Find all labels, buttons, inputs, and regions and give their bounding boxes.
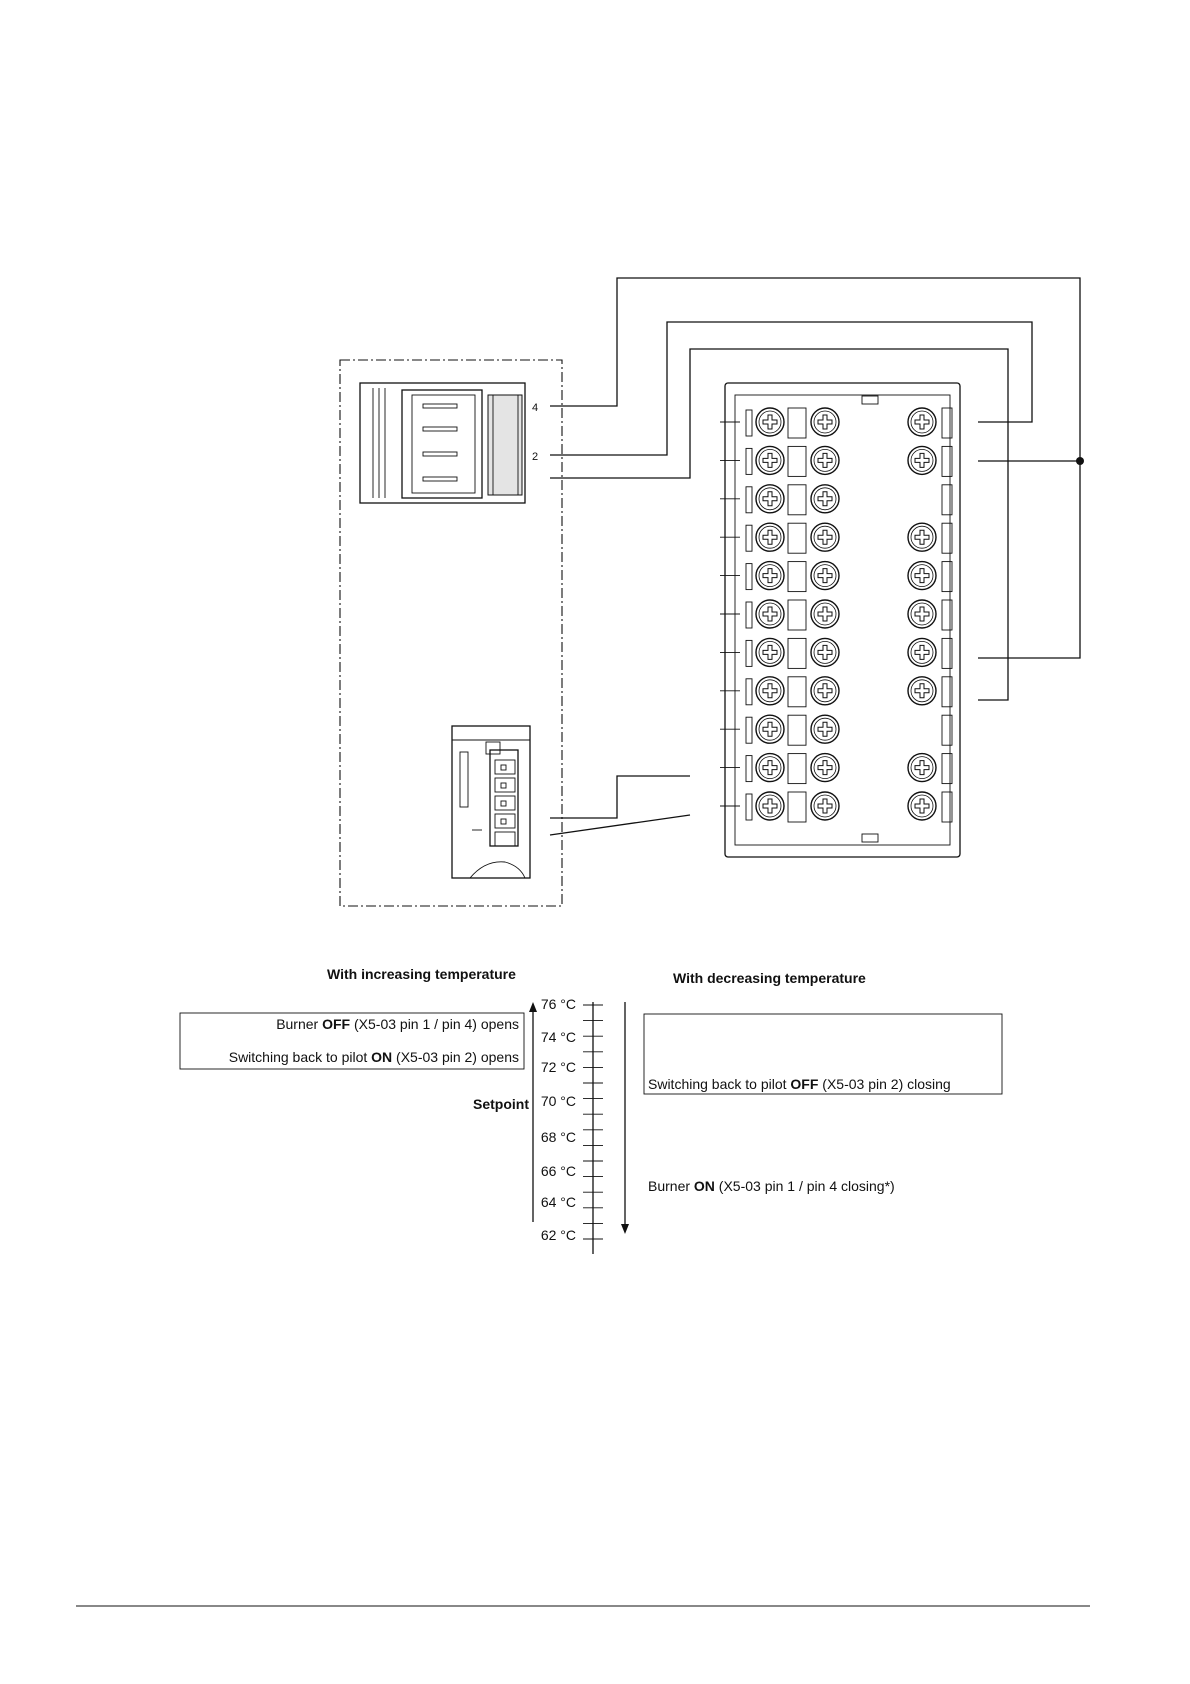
terminal-divider — [788, 446, 806, 476]
terminal-screw-icon — [908, 677, 936, 705]
terminal-divider — [746, 602, 752, 628]
terminal-screw-icon — [756, 754, 784, 782]
terminal-screw-icon — [811, 638, 839, 666]
terminal-divider — [746, 794, 752, 820]
terminal-screw-icon — [908, 600, 936, 628]
terminal-divider — [746, 756, 752, 782]
terminal-screw-icon — [756, 715, 784, 743]
terminal-block — [720, 383, 960, 857]
terminal-divider — [788, 638, 806, 668]
pin-label-4: 4 — [532, 402, 538, 414]
terminal-screw-icon — [908, 523, 936, 551]
terminal-screw-icon — [908, 792, 936, 820]
pilot-off-text: Switching back to pilot OFF (X5-03 pin 2… — [648, 1076, 951, 1092]
terminal-divider — [788, 792, 806, 822]
connector-x5-03 — [360, 383, 525, 503]
pilot-on-text: Switching back to pilot ON (X5-03 pin 2)… — [229, 1049, 519, 1065]
terminal-screw-icon — [811, 792, 839, 820]
pin-label-2: 2 — [532, 451, 538, 463]
scale-label: 64 °C — [541, 1194, 576, 1210]
setpoint-label: Setpoint — [473, 1096, 529, 1112]
terminal-screw-icon — [756, 523, 784, 551]
terminal-screw-icon — [811, 408, 839, 436]
terminal-divider — [788, 677, 806, 707]
terminal-divider — [942, 485, 952, 515]
scale-label: 72 °C — [541, 1059, 576, 1075]
scale-label: 66 °C — [541, 1163, 576, 1179]
terminal-screw-icon — [811, 600, 839, 628]
terminal-screw-icon — [756, 485, 784, 513]
terminal-divider — [746, 525, 752, 551]
terminal-divider — [788, 754, 806, 784]
terminal-screw-icon — [811, 677, 839, 705]
terminal-divider — [942, 408, 952, 438]
decreasing-arrowhead — [621, 1224, 629, 1234]
scale-label: 74 °C — [541, 1029, 576, 1045]
terminal-screw-icon — [756, 792, 784, 820]
terminal-screw-icon — [908, 446, 936, 474]
terminal-screw-icon — [908, 562, 936, 590]
terminal-screw-icon — [811, 715, 839, 743]
terminal-divider — [788, 562, 806, 592]
terminal-divider — [788, 715, 806, 745]
terminal-divider — [942, 446, 952, 476]
wiring — [550, 278, 1084, 835]
terminal-divider — [788, 485, 806, 515]
terminal-screw-icon — [756, 408, 784, 436]
terminal-screw-icon — [811, 523, 839, 551]
terminal-divider — [788, 523, 806, 553]
heading-decreasing: With decreasing temperature — [673, 970, 866, 986]
terminal-screw-icon — [908, 638, 936, 666]
terminal-divider — [746, 487, 752, 513]
scale-label: 70 °C — [541, 1093, 576, 1109]
terminal-divider — [746, 410, 752, 436]
terminal-screw-icon — [756, 638, 784, 666]
terminal-divider — [942, 754, 952, 784]
scale-label: 62 °C — [541, 1227, 576, 1243]
terminal-divider — [788, 408, 806, 438]
terminal-divider — [942, 677, 952, 707]
terminal-screw-icon — [908, 754, 936, 782]
terminal-divider — [746, 717, 752, 743]
terminal-screw-icon — [811, 562, 839, 590]
terminal-screw-icon — [811, 754, 839, 782]
terminal-divider — [942, 600, 952, 630]
scale-label: 76 °C — [541, 996, 576, 1012]
terminal-screw-icon — [756, 600, 784, 628]
terminal-divider — [746, 448, 752, 474]
terminal-divider — [746, 679, 752, 705]
terminal-divider — [942, 638, 952, 668]
temperature-scale: 76 °C 74 °C 72 °C 70 °C 68 °C 66 °C 64 °C 62 °C — [541, 996, 603, 1254]
increasing-arrowhead — [529, 1002, 537, 1012]
terminal-screw-icon — [756, 446, 784, 474]
terminal-screw-icon — [811, 485, 839, 513]
burner-off-text: Burner OFF (X5-03 pin 1 / pin 4) opens — [276, 1016, 519, 1032]
terminal-divider — [942, 792, 952, 822]
burner-on-text: Burner ON (X5-03 pin 1 / pin 4 closing*) — [648, 1178, 895, 1194]
terminal-screw-icon — [811, 446, 839, 474]
junction-dot — [1076, 457, 1084, 465]
connector-lower — [452, 726, 530, 878]
terminal-screw-icon — [756, 677, 784, 705]
terminal-divider — [788, 600, 806, 630]
terminal-divider — [942, 562, 952, 592]
terminal-screw-icon — [756, 562, 784, 590]
terminal-screw-icon — [908, 408, 936, 436]
terminal-divider — [746, 564, 752, 590]
heading-increasing: With increasing temperature — [327, 966, 516, 982]
terminal-divider — [942, 715, 952, 745]
scale-label: 68 °C — [541, 1129, 576, 1145]
terminal-divider — [746, 640, 752, 666]
terminal-divider — [942, 523, 952, 553]
